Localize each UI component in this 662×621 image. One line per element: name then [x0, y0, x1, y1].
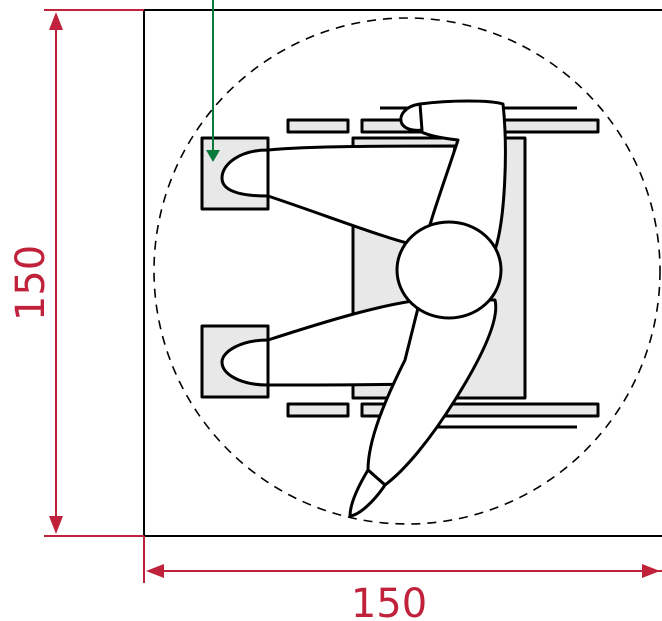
turning-circle	[153, 17, 661, 525]
height-dimension-label: 150	[8, 245, 54, 321]
arm-lower	[366, 298, 498, 487]
foot-lower	[220, 338, 270, 387]
person-head	[395, 220, 503, 320]
indicator-arrow	[206, 0, 220, 162]
hand-upper	[399, 102, 424, 132]
foot-upper	[220, 148, 270, 198]
wheelchair-symbol	[200, 99, 600, 518]
wheel-bottom-front	[286, 402, 350, 418]
hand-lower	[348, 468, 387, 518]
height-dimension: 150	[8, 9, 144, 537]
width-dimension-label: 150	[351, 581, 427, 621]
wheel-top-front	[286, 118, 350, 134]
width-dimension: 150	[143, 536, 662, 621]
